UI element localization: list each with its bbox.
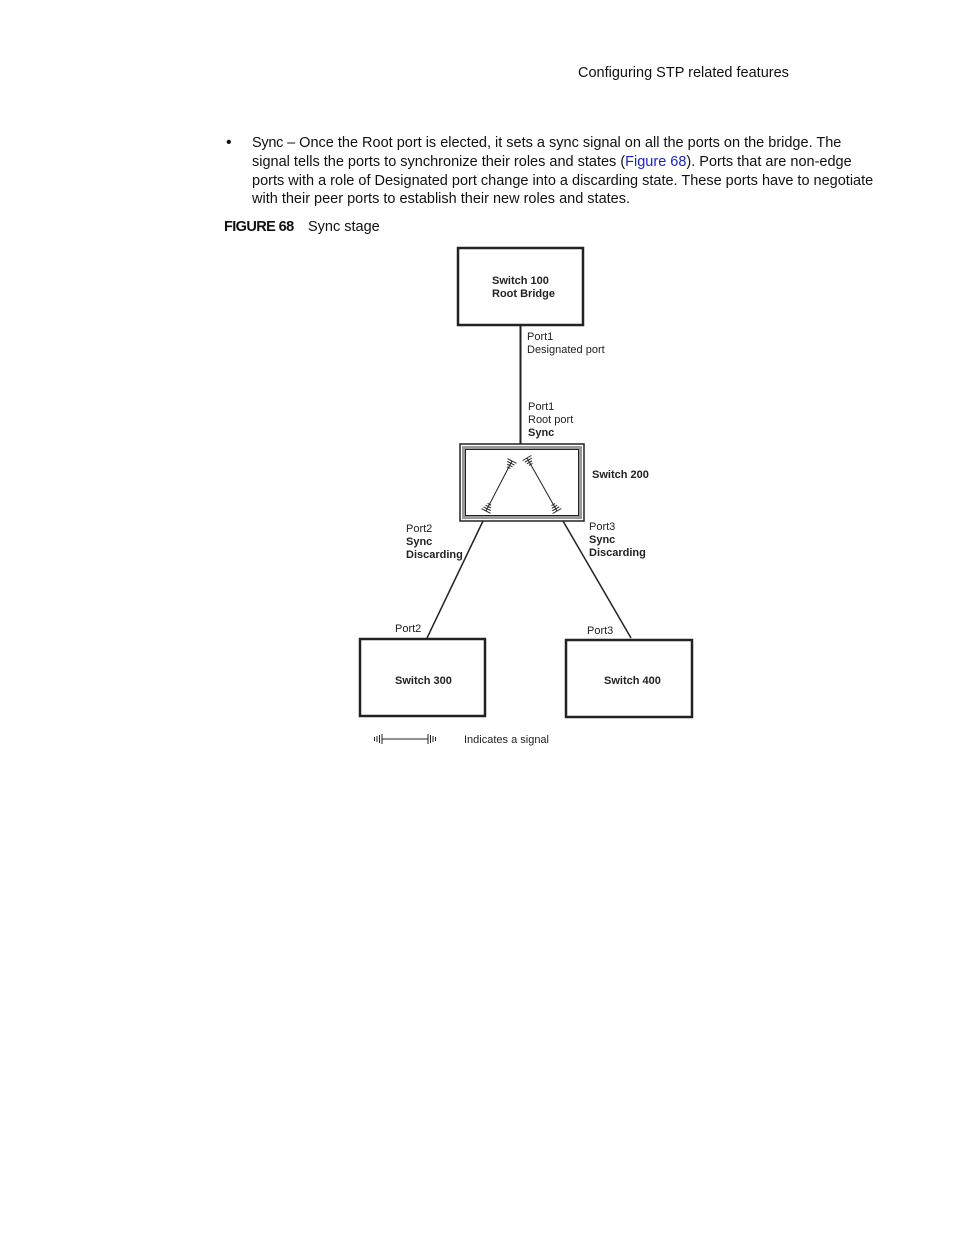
figure-label: FIGURE 68 (224, 219, 294, 235)
switch-300-label: Switch 300 (395, 675, 452, 687)
switch-300-box (358, 637, 487, 718)
sync-signal-to-port3 (522, 455, 562, 514)
s100-port-role: Designated port (527, 344, 605, 356)
signal-legend-icon (374, 733, 436, 745)
figure-link[interactable]: Figure 68 (625, 153, 687, 170)
s400-port-label: Port3 (587, 625, 613, 637)
bullet-term: Sync (252, 135, 284, 151)
switch-100-box (456, 246, 585, 327)
switch-200-label: Switch 200 (592, 469, 649, 481)
s200-port2-state2: Discarding (406, 549, 463, 561)
bullet-marker: • (226, 134, 232, 151)
s200-port3-label: Port3 (589, 521, 615, 533)
s200-port2-state1: Sync (406, 536, 432, 548)
s200-port1-state: Sync (528, 427, 554, 439)
s200-port1-label: Port1 (528, 401, 554, 413)
bullet-paragraph: Sync – Once the Root port is elected, it… (252, 134, 880, 209)
switch-200-box (459, 443, 585, 522)
switch-100-role: Root Bridge (492, 288, 555, 300)
s200-port3-state1: Sync (589, 534, 615, 546)
switch-400-label: Switch 400 (604, 675, 661, 687)
figure-title: Sync stage (308, 219, 380, 235)
bullet-text-end: ). Ports that are non-edge ports with a … (252, 153, 874, 208)
s200-port2-label: Port2 (406, 523, 432, 535)
s100-port-label: Port1 (527, 331, 553, 343)
s200-port1-role: Root port (528, 414, 573, 426)
link-200-300 (426, 520, 484, 639)
legend-text: Indicates a signal (464, 734, 549, 746)
s200-port3-state2: Discarding (589, 547, 646, 559)
sync-signal-to-port2 (481, 458, 517, 514)
switch-400-box (564, 638, 694, 719)
running-header: Configuring STP related features (578, 65, 789, 81)
s300-port-label: Port2 (395, 623, 421, 635)
switch-100-label: Switch 100 (492, 275, 549, 287)
bullet-text-start: – Once the Root port is elected, it sets… (252, 135, 842, 170)
link-200-400 (562, 520, 632, 639)
